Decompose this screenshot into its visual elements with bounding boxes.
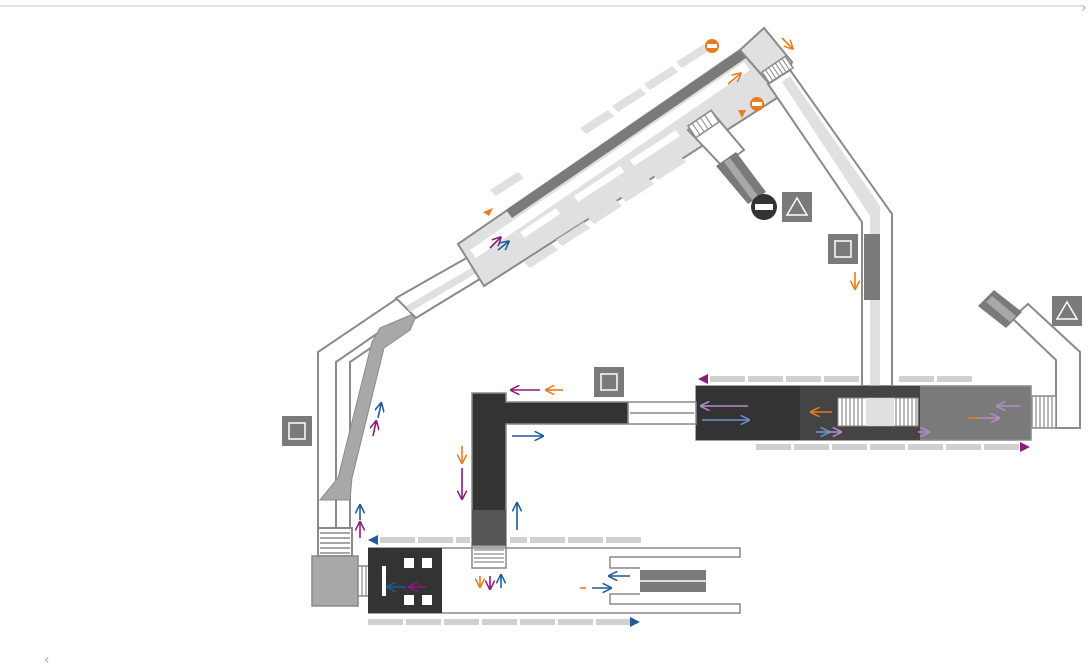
right-block bbox=[627, 374, 1032, 452]
diagonal-tube bbox=[394, 26, 795, 320]
square-icon bbox=[594, 367, 624, 397]
dash-row-bottom bbox=[368, 619, 631, 625]
orange-marker bbox=[483, 208, 493, 216]
dash-row-top-right bbox=[710, 376, 972, 382]
triangle-icon bbox=[1052, 296, 1082, 326]
dash-row-lower bbox=[524, 156, 686, 268]
dash-row-upper bbox=[490, 44, 710, 196]
bottom-conveyor bbox=[311, 535, 741, 627]
square-icon bbox=[282, 416, 312, 446]
dash-row-bottom-right bbox=[756, 444, 1019, 450]
no-entry-icon bbox=[705, 39, 719, 53]
chevron-left-icon[interactable]: ‹ bbox=[44, 652, 50, 665]
far-right-elbow bbox=[978, 290, 1081, 429]
triangle-icon bbox=[782, 192, 812, 222]
orange-marker bbox=[738, 110, 746, 118]
branch-tube bbox=[686, 109, 766, 204]
no-entry-icon bbox=[751, 194, 777, 220]
chevron-right-icon[interactable]: › bbox=[1081, 0, 1087, 16]
dash-row-mid-bottom bbox=[380, 537, 641, 543]
square-icon bbox=[828, 234, 858, 264]
no-entry-icon bbox=[750, 97, 764, 111]
left-tube bbox=[317, 296, 420, 557]
right-descending-tube bbox=[766, 68, 893, 387]
flow-arrows bbox=[360, 37, 1020, 588]
